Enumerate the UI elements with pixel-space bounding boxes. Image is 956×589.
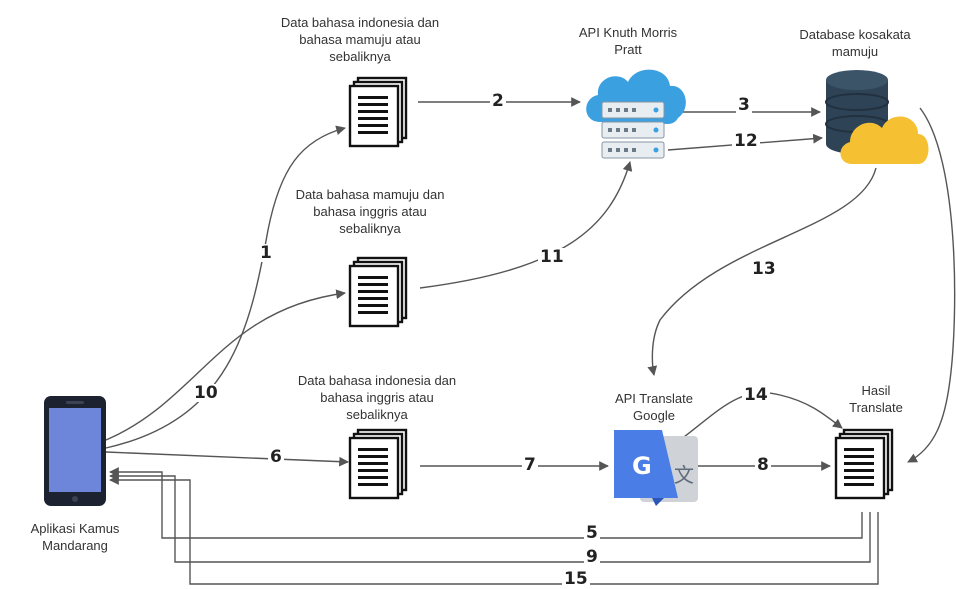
edge-13 — [647, 167, 877, 376]
edge-label-12: 12 — [732, 131, 760, 151]
node-label-hasil: Hasil Translate — [849, 383, 903, 415]
document-icon — [834, 428, 894, 500]
google-translate-icon: G 文 — [614, 430, 698, 506]
edge-label-11: 11 — [538, 247, 566, 267]
edge-label-7: 7 — [522, 455, 538, 475]
document-icon — [348, 256, 408, 328]
document-icon — [348, 428, 408, 500]
edge-label-10: 10 — [192, 383, 220, 403]
edge-1 — [105, 125, 346, 449]
edge-5 — [109, 467, 863, 539]
svg-text:G: G — [632, 452, 652, 480]
edge-db-to-hasil — [907, 107, 956, 463]
node-label-api-kmp: API Knuth Morris Pratt — [578, 25, 678, 57]
edge-label-2: 2 — [490, 91, 506, 111]
document-icon — [348, 76, 408, 148]
edge-label-15: 15 — [562, 569, 590, 589]
node-label-app: Aplikasi Kamus Mandarang — [30, 521, 120, 553]
edge-label-1: 1 — [258, 243, 274, 263]
node-label-api-google: API Translate Google — [614, 391, 694, 423]
smartphone-icon — [44, 396, 106, 506]
edge-14 — [679, 392, 843, 441]
node-label-doc-id-inggris: Data bahasa indonesia dan bahasa inggris… — [297, 373, 457, 422]
node-label-doc-mamuju-inggris: Data bahasa mamuju dan bahasa inggris at… — [295, 187, 445, 236]
edge-9 — [109, 471, 871, 563]
edge-11 — [419, 161, 633, 289]
cloud-server-icon — [586, 69, 686, 159]
node-label-database: Database kosakata mamuju — [799, 27, 911, 59]
edge-label-5: 5 — [584, 523, 600, 543]
edge-label-8: 8 — [755, 455, 771, 475]
edge-label-6: 6 — [268, 447, 284, 467]
node-label-doc-id-mamuju: Data bahasa indonesia dan bahasa mamuju … — [280, 15, 440, 64]
edge-6 — [105, 451, 349, 467]
edge-15 — [109, 475, 879, 585]
edge-label-3: 3 — [736, 95, 752, 115]
edge-label-14: 14 — [742, 385, 770, 405]
database-cloud-icon — [825, 70, 929, 164]
edge-label-9: 9 — [584, 547, 600, 567]
edge-label-13: 13 — [750, 259, 778, 279]
svg-text:文: 文 — [674, 463, 694, 487]
edge-10 — [105, 289, 346, 441]
